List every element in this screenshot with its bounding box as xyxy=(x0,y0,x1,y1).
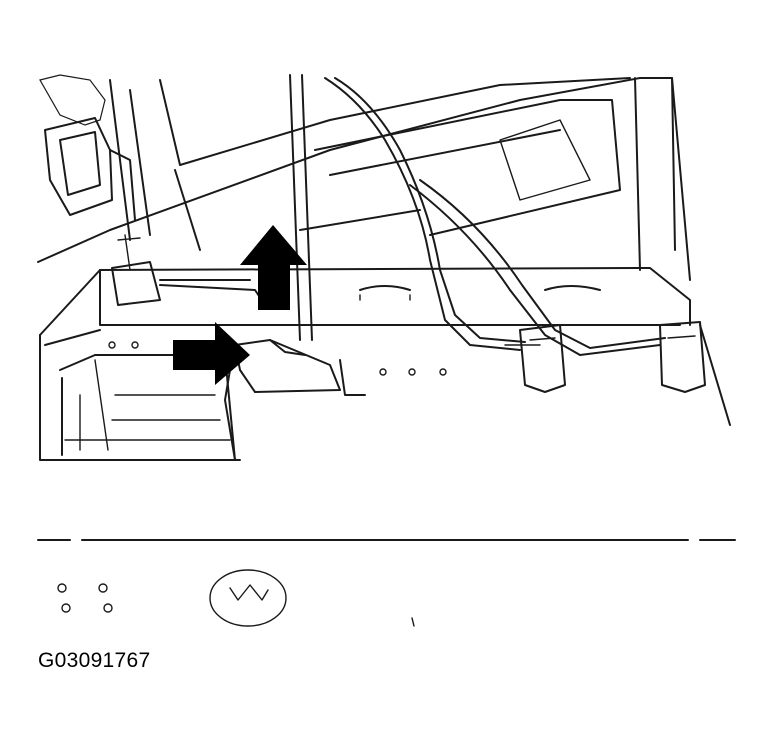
figure-id-label: G03091767 xyxy=(38,649,151,672)
arrow-right-icon xyxy=(173,322,250,385)
lower-details xyxy=(57,569,415,627)
harness-connector-left xyxy=(39,74,136,221)
harness-connector-right xyxy=(519,321,706,393)
lower-housing xyxy=(39,267,731,461)
wiring-harness xyxy=(289,74,666,356)
target-connector xyxy=(224,339,366,461)
arrow-up-icon xyxy=(240,225,307,310)
panel-frame xyxy=(37,77,691,281)
